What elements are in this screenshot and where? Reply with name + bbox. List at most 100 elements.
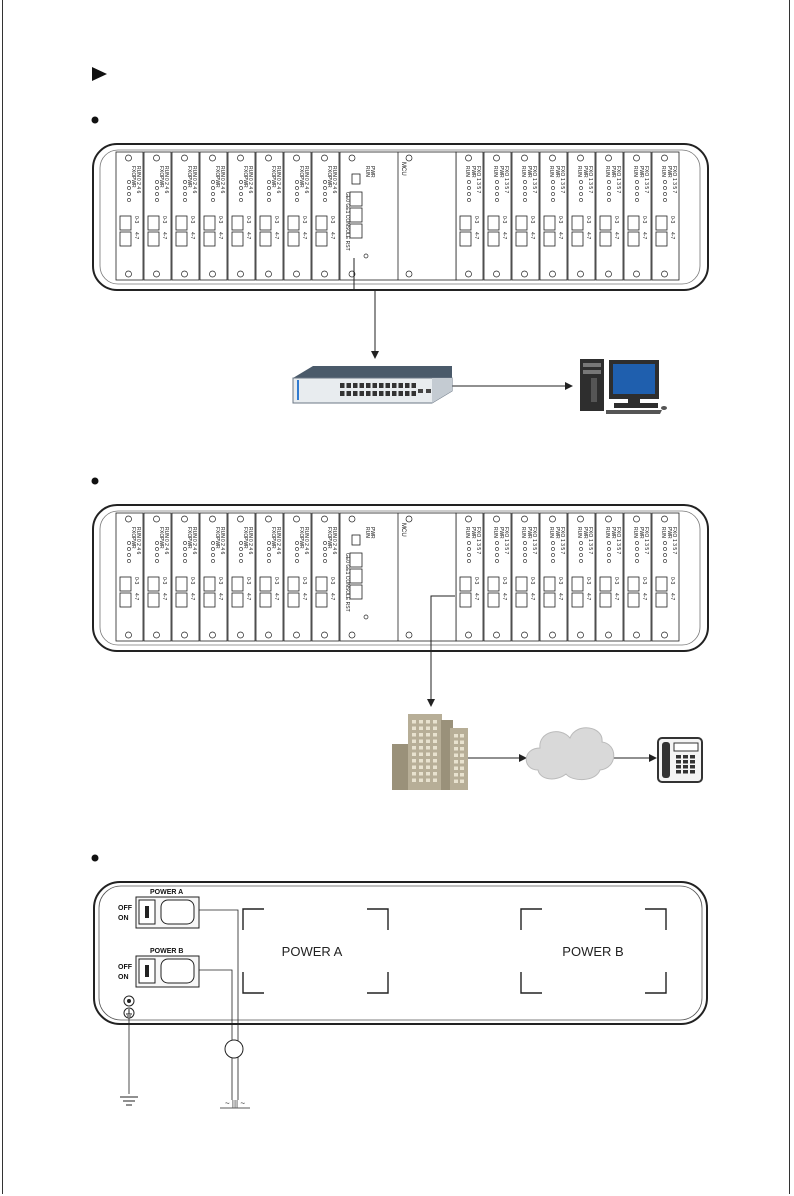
rj45-port[interactable]	[459, 576, 472, 592]
rj45-port[interactable]	[599, 576, 612, 592]
rj45-port[interactable]	[231, 592, 244, 608]
card-led	[267, 186, 271, 190]
rj45-port[interactable]	[543, 576, 556, 592]
card-led	[127, 180, 131, 184]
ge1-port[interactable]	[349, 207, 363, 223]
rj45-port[interactable]	[487, 576, 500, 592]
rj45-port[interactable]	[231, 215, 244, 231]
rj45-port[interactable]	[655, 592, 668, 608]
rj45-port[interactable]	[515, 215, 528, 231]
rj45-port[interactable]	[515, 576, 528, 592]
rst-button[interactable]	[363, 614, 369, 620]
rj45-port[interactable]	[487, 215, 500, 231]
ge0-port[interactable]	[349, 191, 363, 207]
rj45-port[interactable]	[287, 215, 300, 231]
rj45-port[interactable]	[627, 215, 640, 231]
rj45-port[interactable]	[599, 592, 612, 608]
rj45-port[interactable]	[627, 231, 640, 247]
building-window	[454, 760, 458, 764]
card-run-label: RUN	[275, 166, 281, 177]
rj45-port[interactable]	[259, 576, 272, 592]
card-led	[551, 541, 555, 545]
card-led-even-label: 0 2 4 6	[331, 539, 337, 555]
rj45-port[interactable]	[287, 231, 300, 247]
rj45-port[interactable]	[147, 576, 160, 592]
port-range-label: 4-7	[585, 232, 591, 239]
rj45-port[interactable]	[119, 231, 132, 247]
rj45-port[interactable]	[571, 592, 584, 608]
rj45-port[interactable]	[515, 592, 528, 608]
rj45-port[interactable]	[627, 592, 640, 608]
card-fxo-label: FXO	[643, 527, 649, 537]
building-window	[426, 778, 430, 782]
rj45-port[interactable]	[175, 576, 188, 592]
usb-port[interactable]	[351, 173, 361, 185]
ge1-port[interactable]	[349, 568, 363, 584]
rj45-port[interactable]	[459, 215, 472, 231]
rj45-port[interactable]	[147, 592, 160, 608]
rj45-port[interactable]	[599, 231, 612, 247]
card-pwr-label: PWR	[582, 166, 588, 178]
rj45-port[interactable]	[655, 576, 668, 592]
card-led	[127, 547, 131, 551]
rj45-port[interactable]	[231, 576, 244, 592]
rj45-port[interactable]	[459, 231, 472, 247]
switch-port	[366, 391, 371, 396]
rj45-port[interactable]	[315, 231, 328, 247]
mcu-label: MCU	[400, 523, 406, 537]
card-screw-bottom	[237, 270, 244, 278]
rj45-port[interactable]	[487, 231, 500, 247]
rj45-port[interactable]	[515, 231, 528, 247]
card-pwr-label: PWR	[638, 527, 644, 539]
rj45-port[interactable]	[175, 215, 188, 231]
rj45-port[interactable]	[655, 231, 668, 247]
rj45-port[interactable]	[543, 231, 556, 247]
rj45-port[interactable]	[259, 215, 272, 231]
rj45-port[interactable]	[259, 231, 272, 247]
console-port[interactable]	[349, 223, 363, 239]
rj45-port[interactable]	[203, 231, 216, 247]
rst-button[interactable]	[363, 253, 369, 259]
rj45-port[interactable]	[627, 576, 640, 592]
rj45-port[interactable]	[119, 592, 132, 608]
console-port[interactable]	[349, 584, 363, 600]
card-pwr-label: PWR	[554, 166, 560, 178]
rj45-port[interactable]	[315, 215, 328, 231]
rj45-port[interactable]	[655, 215, 668, 231]
building-window	[419, 739, 423, 743]
rj45-port[interactable]	[147, 215, 160, 231]
usb-port[interactable]	[351, 534, 361, 546]
card-screw-bottom	[605, 270, 612, 278]
rj45-port[interactable]	[147, 231, 160, 247]
rj45-port[interactable]	[119, 215, 132, 231]
card-fxo-label: FXO	[242, 166, 248, 176]
rj45-port[interactable]	[287, 576, 300, 592]
rj45-port[interactable]	[459, 592, 472, 608]
rj45-port[interactable]	[175, 231, 188, 247]
rj45-port[interactable]	[175, 592, 188, 608]
rj45-port[interactable]	[203, 592, 216, 608]
rj45-port[interactable]	[231, 231, 244, 247]
rj45-port[interactable]	[203, 576, 216, 592]
card-screw-top	[605, 154, 612, 162]
rj45-port[interactable]	[119, 576, 132, 592]
rj45-port[interactable]	[543, 215, 556, 231]
phone-key	[690, 755, 695, 759]
rj45-port[interactable]	[543, 592, 556, 608]
rj45-port[interactable]	[203, 215, 216, 231]
card-led	[155, 547, 159, 551]
rj45-port[interactable]	[259, 592, 272, 608]
rj45-port[interactable]	[315, 592, 328, 608]
building-window	[460, 766, 464, 770]
rj45-port[interactable]	[487, 592, 500, 608]
ge0-port[interactable]	[349, 552, 363, 568]
rj45-port[interactable]	[571, 215, 584, 231]
rj45-port[interactable]	[287, 592, 300, 608]
card-led	[155, 180, 159, 184]
rj45-port[interactable]	[571, 231, 584, 247]
rj45-port[interactable]	[571, 576, 584, 592]
rj45-port[interactable]	[315, 576, 328, 592]
rj45-port[interactable]	[599, 215, 612, 231]
